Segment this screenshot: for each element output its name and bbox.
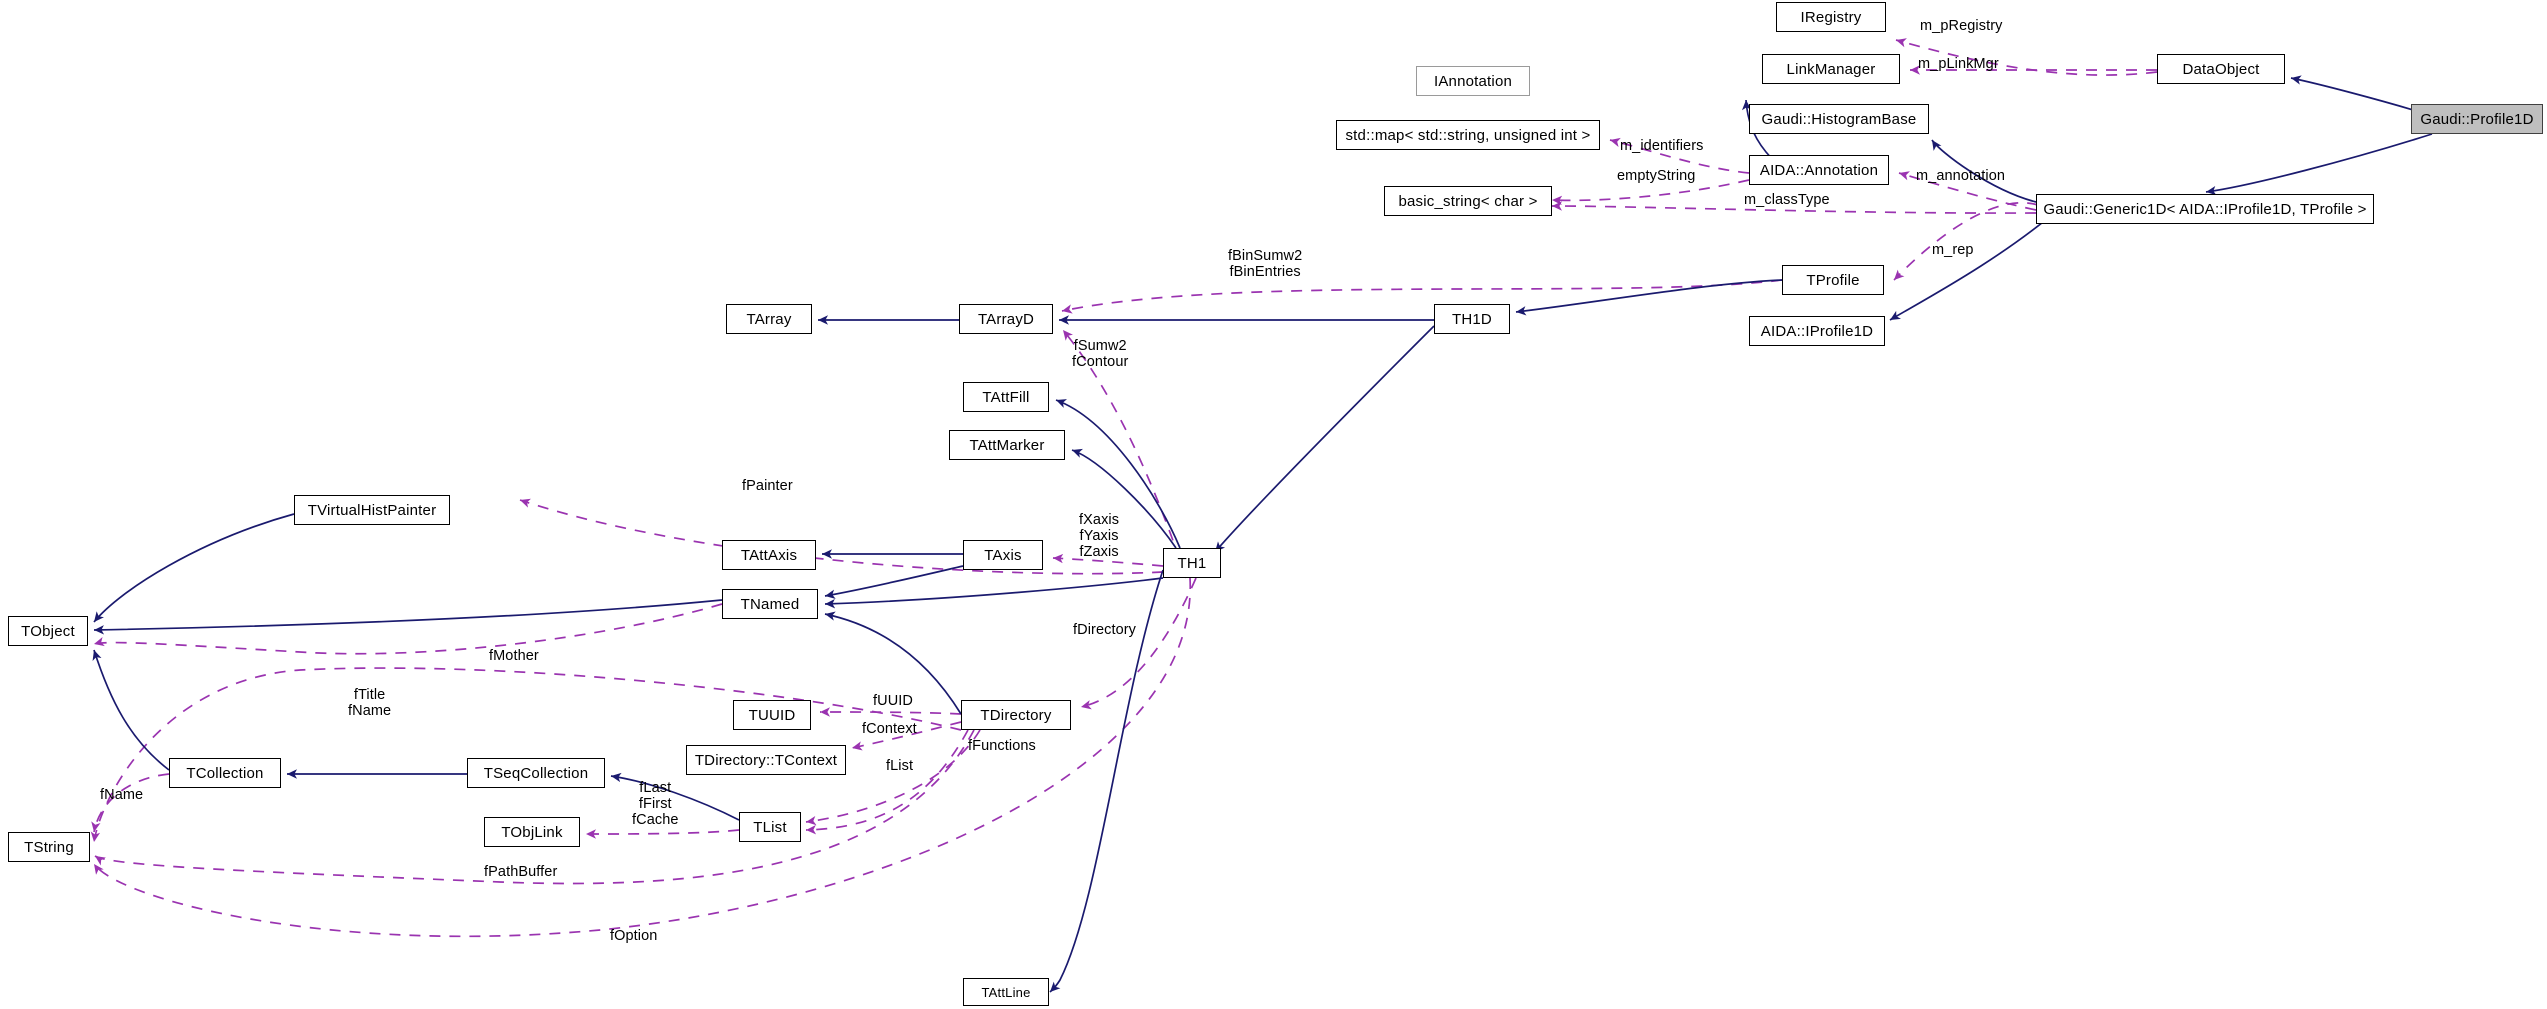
- node-taxis[interactable]: TAxis: [963, 540, 1043, 570]
- edge-label-fname: fName: [100, 787, 144, 803]
- edge-label-fmother: fMother: [489, 648, 539, 664]
- edge-label-m-annotation: m_annotation: [1916, 168, 2006, 184]
- node-tattmarker[interactable]: TAttMarker: [949, 430, 1065, 460]
- node-tstring[interactable]: TString: [8, 832, 90, 862]
- node-basic-string[interactable]: basic_string< char >: [1384, 186, 1552, 216]
- edge-label-m-identifiers: m_identifiers: [1620, 138, 1704, 154]
- edge-label-fpathbuffer: fPathBuffer: [484, 864, 558, 880]
- node-tuuid[interactable]: TUUID: [733, 700, 811, 730]
- node-tnamed[interactable]: TNamed: [722, 589, 818, 619]
- node-th1[interactable]: TH1: [1163, 548, 1221, 578]
- edge-label-foption: fOption: [610, 928, 658, 944]
- edge-label-ftitle-fname: fTitle fName: [348, 687, 392, 720]
- node-tlist[interactable]: TList: [739, 812, 801, 842]
- node-std-map[interactable]: std::map< std::string, unsigned int >: [1336, 120, 1600, 150]
- node-tobjlink[interactable]: TObjLink: [484, 817, 580, 847]
- node-tobject[interactable]: TObject: [8, 616, 88, 646]
- edge-label-m-pregistry: m_pRegistry: [1920, 18, 2003, 34]
- node-iregistry[interactable]: IRegistry: [1776, 2, 1886, 32]
- node-gaudi-histogrambase[interactable]: Gaudi::HistogramBase: [1749, 104, 1929, 134]
- node-tarray[interactable]: TArray: [726, 304, 812, 334]
- node-th1d[interactable]: TH1D: [1434, 304, 1510, 334]
- edge-label-fcontext: fContext: [862, 721, 917, 737]
- edge-label-m-plinkmgr: m_pLinkMgr: [1918, 56, 1999, 72]
- node-tattline[interactable]: TAttLine: [963, 978, 1049, 1006]
- edge-label-fxaxis-fyaxis-fzaxis: fXaxis fYaxis fZaxis: [1079, 512, 1120, 561]
- edge-label-m-rep: m_rep: [1932, 242, 1974, 258]
- node-gaudi-profile1d[interactable]: Gaudi::Profile1D: [2411, 104, 2543, 134]
- node-tcollection[interactable]: TCollection: [169, 758, 281, 788]
- node-tvirtualhistpainter[interactable]: TVirtualHistPainter: [294, 495, 450, 525]
- node-aida-iprofile1d[interactable]: AIDA::IProfile1D: [1749, 316, 1885, 346]
- edge-label-m-classtype: m_classType: [1744, 192, 1830, 208]
- node-aida-annotation[interactable]: AIDA::Annotation: [1749, 155, 1889, 185]
- edge-label-ffunctions: fFunctions: [968, 738, 1036, 754]
- node-linkmanager[interactable]: LinkManager: [1762, 54, 1900, 84]
- node-iannotation[interactable]: IAnnotation: [1416, 66, 1530, 96]
- node-tseqcollection[interactable]: TSeqCollection: [467, 758, 605, 788]
- node-tattaxis[interactable]: TAttAxis: [722, 540, 816, 570]
- node-tattfill[interactable]: TAttFill: [963, 382, 1049, 412]
- node-tdirectory-tcontext[interactable]: TDirectory::TContext: [686, 745, 846, 775]
- edge-label-fuuid: fUUID: [873, 693, 913, 709]
- node-gaudi-generic1d[interactable]: Gaudi::Generic1D< AIDA::IProfile1D, TPro…: [2036, 194, 2374, 224]
- node-tarrayd[interactable]: TArrayD: [959, 304, 1053, 334]
- node-tprofile[interactable]: TProfile: [1782, 265, 1884, 295]
- edge-label-fbinsumw2-fbinentries: fBinSumw2 fBinEntries: [1228, 248, 1303, 281]
- edge-label-fsumw2-fcontour: fSumw2 fContour: [1072, 338, 1129, 371]
- edge-label-fpainter: fPainter: [742, 478, 793, 494]
- edge-label-flist: fList: [886, 758, 914, 774]
- node-tdirectory[interactable]: TDirectory: [961, 700, 1071, 730]
- node-dataobject[interactable]: DataObject: [2157, 54, 2285, 84]
- edge-label-flast-ffirst-fcache: fLast fFirst fCache: [632, 780, 679, 829]
- edge-label-emptystring: emptyString: [1617, 168, 1696, 184]
- edge-label-fdirectory: fDirectory: [1073, 622, 1137, 638]
